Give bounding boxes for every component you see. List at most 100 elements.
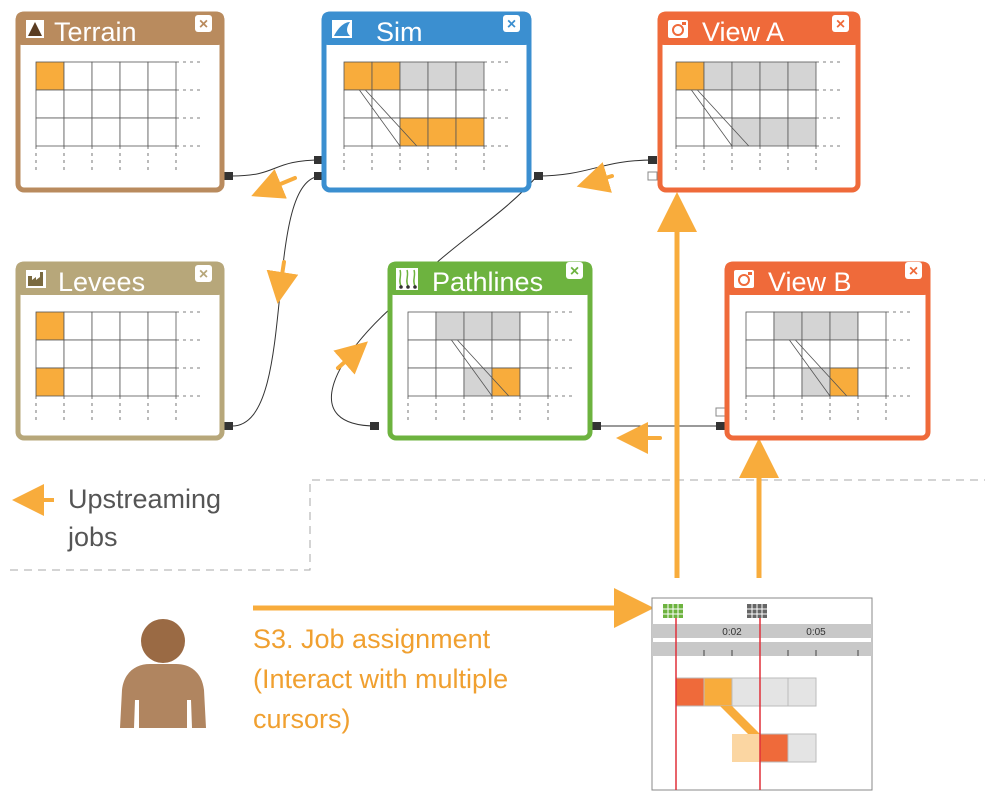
close-icon[interactable]: × xyxy=(195,265,212,283)
grid-cell xyxy=(343,61,373,91)
grid-cell xyxy=(427,89,457,119)
grid-cell xyxy=(455,61,485,91)
svg-text:×: × xyxy=(909,263,918,280)
grid-cell xyxy=(519,311,549,341)
job-block[interactable] xyxy=(732,734,760,762)
tick-label: 0:05 xyxy=(806,627,826,638)
grid-cell xyxy=(435,339,465,369)
job-block[interactable] xyxy=(787,677,817,707)
grid-cell xyxy=(119,339,149,369)
node-title: Levees xyxy=(58,267,145,297)
port[interactable] xyxy=(534,172,543,180)
port[interactable] xyxy=(647,171,658,181)
grid-cell xyxy=(35,311,65,341)
grid-cell xyxy=(407,367,437,397)
grid-cell xyxy=(343,117,373,147)
grid-cell xyxy=(435,367,465,397)
port[interactable] xyxy=(224,172,233,180)
job-block[interactable] xyxy=(759,677,789,707)
node-title: Sim xyxy=(376,17,423,47)
svg-text:×: × xyxy=(836,16,845,33)
close-icon[interactable]: × xyxy=(195,15,212,33)
port[interactable] xyxy=(592,422,601,430)
grid-cell xyxy=(773,367,803,397)
upstream-arrows xyxy=(251,162,662,454)
grid-cell xyxy=(857,339,887,369)
cursor-handle-green-icon[interactable] xyxy=(663,604,683,618)
close-icon[interactable]: × xyxy=(503,15,520,33)
timeline-track xyxy=(652,642,872,656)
grid-cell xyxy=(63,61,93,91)
schedule-grid xyxy=(745,311,910,420)
grid-cell xyxy=(147,339,177,369)
pathlines-icon xyxy=(396,268,418,290)
grid-cell xyxy=(63,89,93,119)
job-block[interactable] xyxy=(675,677,705,707)
grid-cell xyxy=(435,311,465,341)
grid-cell xyxy=(745,339,775,369)
port[interactable] xyxy=(314,156,323,164)
grid-link xyxy=(359,89,418,147)
cursor-handle-gray-icon[interactable] xyxy=(747,604,767,618)
grid-cell xyxy=(787,117,817,147)
grid-cell xyxy=(63,117,93,147)
tick-label: 0:02 xyxy=(722,627,742,638)
svg-text:×: × xyxy=(199,266,208,283)
grid-link xyxy=(691,89,750,147)
job-block[interactable] xyxy=(759,733,789,763)
close-icon[interactable]: × xyxy=(832,15,849,33)
port[interactable] xyxy=(716,422,725,430)
close-icon[interactable]: × xyxy=(905,262,922,280)
step-line3: cursors) xyxy=(253,704,351,734)
job-block[interactable] xyxy=(731,677,761,707)
wave-icon xyxy=(332,20,352,38)
connection-sim-viewa xyxy=(536,159,655,177)
grid-cell xyxy=(427,61,457,91)
grid-cell xyxy=(91,117,121,147)
grid-cell xyxy=(147,61,177,91)
grid-cell xyxy=(35,367,65,397)
close-icon[interactable]: × xyxy=(566,262,583,280)
svg-text:×: × xyxy=(570,263,579,280)
grid-cell xyxy=(91,367,121,397)
node-grids xyxy=(35,61,910,420)
upstream-arrow xyxy=(333,341,368,375)
grid-cell xyxy=(857,311,887,341)
grid-cell xyxy=(119,89,149,119)
grid-cell xyxy=(399,117,429,147)
grid-cell xyxy=(91,89,121,119)
grid-cell xyxy=(773,311,803,341)
port[interactable] xyxy=(715,407,726,417)
node-title: View A xyxy=(702,17,784,47)
node-title: Terrain xyxy=(54,17,137,47)
grid-cell xyxy=(343,89,373,119)
port[interactable] xyxy=(224,422,233,430)
upstream-arrow xyxy=(251,169,297,199)
port[interactable] xyxy=(314,172,323,180)
svg-text:×: × xyxy=(507,16,516,33)
job-block[interactable] xyxy=(703,677,733,707)
grid-cell xyxy=(759,61,789,91)
grid-cell xyxy=(147,367,177,397)
upstream-arrow xyxy=(266,260,299,304)
grid-cell xyxy=(463,367,493,397)
grid-cell xyxy=(519,367,549,397)
grid-cell xyxy=(63,367,93,397)
grid-cell xyxy=(147,117,177,147)
grid-cell xyxy=(829,339,859,369)
factory-icon xyxy=(26,270,46,288)
timeline-panel[interactable]: 0:02 0:05 xyxy=(651,597,873,791)
job-block[interactable] xyxy=(787,733,817,763)
grid-link xyxy=(789,339,848,397)
user-icon xyxy=(120,619,206,728)
grid-cell xyxy=(399,89,429,119)
upstream-arrow xyxy=(576,162,614,193)
grid-cell xyxy=(731,61,761,91)
port[interactable] xyxy=(648,156,657,164)
grid-cell xyxy=(745,367,775,397)
grid-cell xyxy=(119,117,149,147)
grid-cell xyxy=(491,311,521,341)
grid-cell xyxy=(91,61,121,91)
port[interactable] xyxy=(370,422,379,430)
